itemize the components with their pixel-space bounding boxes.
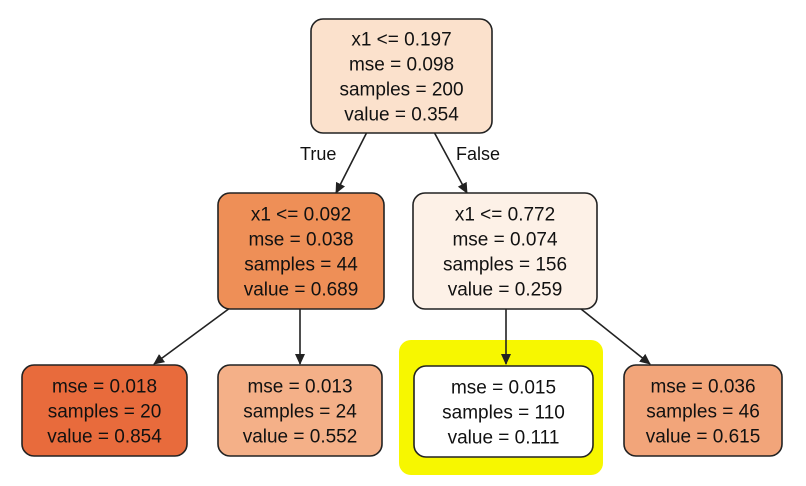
node-line: x1 <= 0.772 — [455, 205, 555, 226]
edge-label-false: False — [456, 144, 500, 164]
node-line: value = 0.615 — [646, 427, 761, 448]
node-line: mse = 0.018 — [52, 377, 157, 398]
node-line: samples = 200 — [339, 80, 463, 101]
edge-left-left-left — [153, 304, 235, 365]
node-line: value = 0.111 — [448, 428, 560, 449]
edge-right-right-right — [575, 304, 651, 365]
edge-label-true: True — [300, 144, 336, 164]
node-box — [623, 364, 783, 457]
node-box — [217, 192, 385, 310]
node-line: samples = 156 — [443, 255, 567, 276]
node-right: x1 <= 0.772 mse = 0.074 samples = 156 value… — [412, 192, 598, 310]
node-right-left: mse = 0.015 samples = 110 value = 0.111 — [413, 365, 594, 458]
node-box — [412, 192, 598, 310]
node-box — [21, 364, 188, 457]
node-root: x1 <= 0.197 mse = 0.098 samples = 200 value… — [310, 18, 493, 134]
edge-root-left — [335, 131, 368, 194]
node-line: mse = 0.038 — [248, 230, 353, 251]
node-line: mse = 0.098 — [349, 55, 454, 76]
node-box — [413, 365, 594, 458]
node-box — [217, 364, 383, 457]
node-line: value = 0.854 — [47, 427, 162, 448]
node-line: mse = 0.015 — [451, 378, 556, 399]
node-left-right: mse = 0.013 samples = 24 value = 0.552 — [217, 364, 383, 457]
node-left-left: mse = 0.018 samples = 20 value = 0.854 — [21, 364, 188, 457]
node-line: mse = 0.036 — [650, 377, 755, 398]
node-right-right: mse = 0.036 samples = 46 value = 0.615 — [623, 364, 783, 457]
node-line: samples = 110 — [442, 403, 565, 424]
node-line: value = 0.689 — [244, 280, 359, 301]
node-line: mse = 0.074 — [452, 230, 558, 251]
node-line: value = 0.552 — [243, 427, 358, 448]
node-box — [310, 18, 493, 134]
node-line: mse = 0.013 — [247, 377, 352, 398]
node-line: value = 0.354 — [344, 105, 459, 126]
node-line: x1 <= 0.092 — [251, 205, 351, 226]
edge-root-right — [433, 131, 468, 194]
node-line: samples = 24 — [243, 402, 357, 423]
node-line: value = 0.259 — [448, 280, 563, 301]
node-line: samples = 20 — [48, 402, 162, 423]
node-line: x1 <= 0.197 — [351, 30, 451, 51]
node-line: samples = 46 — [646, 402, 760, 423]
node-line: samples = 44 — [244, 255, 358, 276]
node-left: x1 <= 0.092 mse = 0.038 samples = 44 value … — [217, 192, 385, 310]
